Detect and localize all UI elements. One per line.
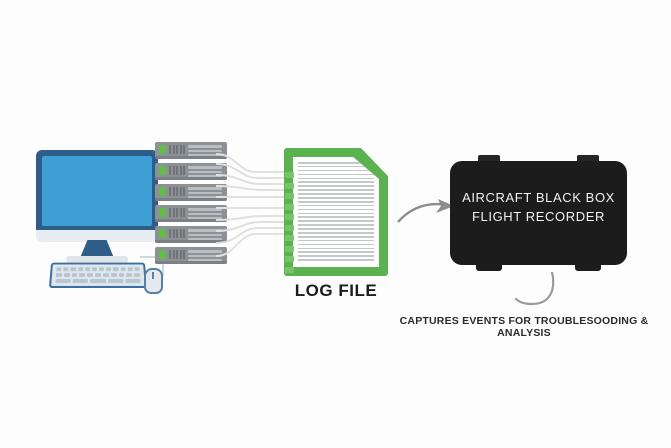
keyboard-row xyxy=(56,267,140,272)
monitor-bezel xyxy=(36,150,158,238)
server-unit xyxy=(155,163,227,180)
server-vents-icon xyxy=(169,187,185,196)
black-box-label-line2: FLIGHT RECORDER xyxy=(472,209,605,224)
cable xyxy=(216,221,294,232)
server-vents-icon xyxy=(169,145,185,154)
document-text-lines xyxy=(298,162,374,263)
flow-arrow-icon xyxy=(397,199,454,223)
black-box-label: AIRCRAFT BLACK BOX FLIGHT RECORDER xyxy=(450,188,627,226)
server-status-led xyxy=(159,229,166,238)
server-status-led xyxy=(159,250,166,259)
server-status-led xyxy=(159,166,166,175)
monitor-screen xyxy=(42,156,152,226)
server-unit xyxy=(155,247,227,264)
black-box-label-line1: AIRCRAFT BLACK BOX xyxy=(462,190,615,205)
black-box-foot xyxy=(476,264,502,271)
log-file-document xyxy=(284,148,388,276)
server-rack xyxy=(155,142,227,272)
server-unit xyxy=(155,142,227,159)
cable xyxy=(216,215,294,221)
mouse-icon xyxy=(144,268,163,294)
keyboard-icon xyxy=(48,262,148,289)
cable xyxy=(216,185,294,191)
keyboard-row xyxy=(55,278,141,283)
server-status-led xyxy=(159,187,166,196)
black-box-top-tab xyxy=(577,155,599,163)
document-page xyxy=(293,157,379,267)
cable xyxy=(216,233,294,257)
monitor-chin xyxy=(36,230,158,242)
server-vents-icon xyxy=(169,166,185,175)
server-unit xyxy=(155,205,227,222)
monitor-stand-neck xyxy=(80,240,114,258)
aircraft-black-box: AIRCRAFT BLACK BOX FLIGHT RECORDER xyxy=(450,155,627,271)
document-connectors xyxy=(285,172,294,277)
desktop-computer xyxy=(36,150,166,294)
cable xyxy=(216,227,294,244)
server-status-led xyxy=(159,208,166,217)
black-box-body xyxy=(450,161,627,265)
caption-text: CAPTURES EVENTS FOR TROUBLESOODING & ANA… xyxy=(399,315,649,339)
cable xyxy=(216,174,294,185)
monitor-stand-base xyxy=(66,256,128,263)
cable xyxy=(216,163,294,179)
callout-hook-line xyxy=(514,272,555,306)
black-box-foot xyxy=(575,264,601,271)
server-unit xyxy=(155,226,227,243)
keyboard-row xyxy=(55,273,141,277)
mouse-button-split xyxy=(152,272,154,279)
mouse-cable xyxy=(140,256,164,276)
server-unit xyxy=(155,184,227,201)
server-vents-icon xyxy=(169,250,185,259)
server-vents-icon xyxy=(169,229,185,238)
server-vents-icon xyxy=(169,208,185,217)
server-status-led xyxy=(159,145,166,154)
cable xyxy=(216,153,294,173)
log-file-label: LOG FILE xyxy=(294,281,378,300)
cable-bundle xyxy=(216,153,294,257)
black-box-top-tab xyxy=(478,155,500,163)
